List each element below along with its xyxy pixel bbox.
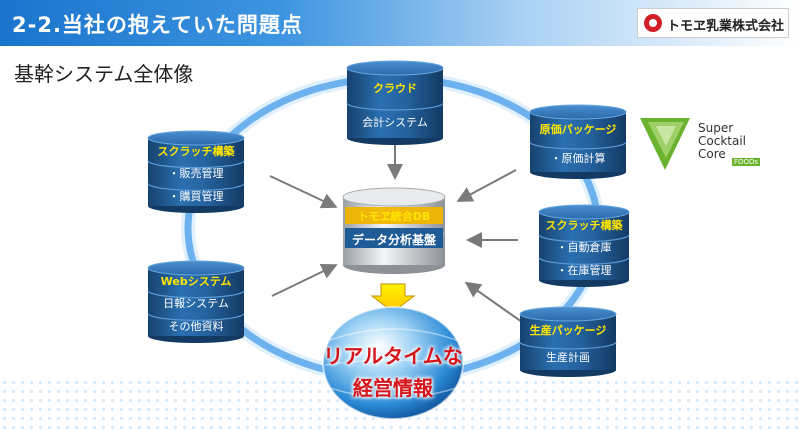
globe-icon [323, 307, 463, 419]
arrow-web [271, 264, 338, 297]
center-db-label: データ分析基盤 [351, 233, 436, 247]
center-db-title: トモヱ統合DB [357, 210, 431, 223]
center-db-cylinder [342, 187, 446, 274]
super-cocktail-logo-icon [640, 118, 690, 170]
arrow-genka [456, 169, 517, 202]
arrow-scratch-left [269, 175, 338, 209]
cylinder-seisan [519, 306, 617, 377]
partner-logo-line2: Cocktail [698, 134, 746, 148]
cylinder-genka [529, 104, 627, 179]
partner-logo-line1: Super [698, 121, 734, 135]
output-line1: リアルタイムな [323, 344, 463, 368]
cylinder-seisan-item: 生産計画 [546, 351, 590, 364]
cylinder-cloud [346, 60, 444, 145]
cylinder-scratch-left-item: ・販売管理 [168, 167, 224, 180]
cylinder-scratch-right-title: スクラッチ構築 [545, 219, 623, 233]
cylinder-scratch-left-item: ・購買管理 [168, 189, 224, 203]
header-bar: 2-2.当社の抱えていた問題点 トモヱ乳業株式会社 [0, 0, 800, 46]
tomoe-logo-icon [644, 14, 662, 32]
arrow-seisan [464, 281, 523, 323]
partner-logo-line3: Core [698, 147, 726, 161]
cylinder-cloud-title: クラウド [373, 81, 417, 95]
company-name: トモヱ乳業株式会社 [667, 19, 785, 34]
page-title: 2-2.当社の抱えていた問題点 [12, 13, 303, 37]
company-logo: トモヱ乳業株式会社 [637, 8, 789, 38]
cylinder-genka-title: 原価パッケージ [539, 123, 617, 136]
partner-logo-badge: FOODs [732, 158, 761, 166]
partner-logo: Super Cocktail Core FOODs [640, 116, 761, 172]
cylinder-web-title: Webシステム [160, 275, 232, 289]
down-arrow [370, 283, 416, 313]
cylinder-scratch-right [538, 204, 630, 287]
cylinder-web [147, 260, 245, 343]
cylinder-cloud-item: 会計システム [362, 115, 428, 129]
output-line2: 経営情報 [353, 376, 433, 400]
cylinder-genka-item: ・原価計算 [550, 152, 606, 165]
cylinder-web-item: その他資料 [168, 319, 224, 333]
cylinder-scratch-right-item: ・自動倉庫 [556, 241, 612, 254]
cylinder-web-item: 日報システム [163, 297, 229, 310]
cylinder-scratch-right-item: ・在庫管理 [556, 263, 612, 277]
cylinder-scratch-left [147, 130, 245, 213]
cylinder-scratch-left-title: スクラッチ構築 [157, 145, 235, 159]
section-subtitle: 基幹システム全体像 [14, 62, 194, 86]
cylinder-seisan-title: 生産パッケージ [529, 324, 607, 337]
